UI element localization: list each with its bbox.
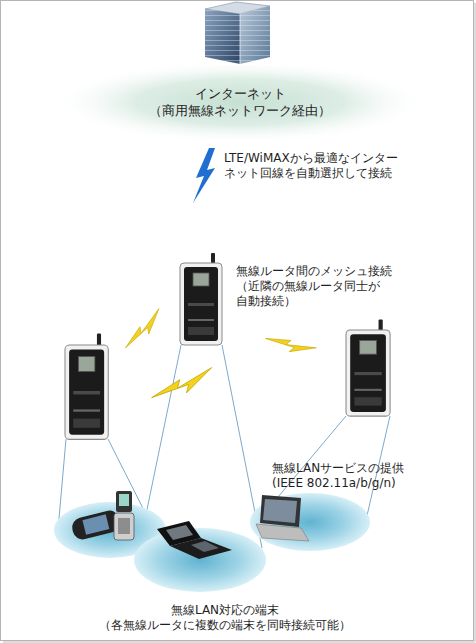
lightning-bolt	[193, 148, 215, 203]
phone-screen	[119, 494, 129, 506]
laptop-lid	[260, 495, 301, 527]
cloud-band: インターネット （商用無線ネットワーク経由）	[50, 60, 430, 144]
handheld-screen	[82, 514, 109, 534]
terminal-note: 無線LAN対応の端末 （各無線ルータに複数の端末を同時接続可能）	[90, 603, 360, 633]
frame-shadow	[3, 641, 475, 643]
laptop	[256, 495, 309, 541]
laptop-base	[256, 524, 309, 541]
phone-keypad	[118, 518, 130, 534]
mesh-note: 無線ルータ間のメッシュ接続 （近隣の無線ルータ同士が 自動接続）	[236, 264, 404, 309]
router-device	[65, 334, 108, 440]
node-text: インターネット （商用無線ネットワーク経由）	[140, 85, 340, 119]
cloud-glow	[50, 60, 430, 144]
mesh-bolt	[265, 327, 317, 362]
building-face	[240, 6, 270, 64]
glow-shape	[50, 60, 430, 144]
console-screen	[166, 525, 193, 540]
router-device	[346, 320, 390, 417]
game-console	[157, 521, 232, 559]
building-face	[205, 9, 240, 64]
mesh-bolt	[148, 368, 216, 401]
building-edge	[240, 14, 241, 64]
router-device	[180, 253, 222, 345]
building-windows	[205, 9, 240, 64]
building-icon	[205, 2, 270, 64]
building-windows	[240, 6, 270, 64]
service-note: 無線LANサービスの提供 (IEEE 802.11a/b/g/n)	[272, 461, 437, 491]
coverage-area	[250, 493, 370, 551]
mobile-phone	[114, 491, 134, 540]
mesh-bolt	[118, 309, 168, 350]
laptop-screen	[263, 499, 297, 523]
phone-bottom	[114, 513, 134, 540]
console-screen	[191, 541, 219, 552]
console-base	[170, 538, 232, 559]
mesh-bolts	[118, 309, 316, 401]
frame-shadow	[474, 3, 476, 642]
link-note: LTE/WiMAXから最適なインター ネット回線を自動選択して接続	[224, 151, 464, 181]
phone-top	[116, 491, 132, 512]
